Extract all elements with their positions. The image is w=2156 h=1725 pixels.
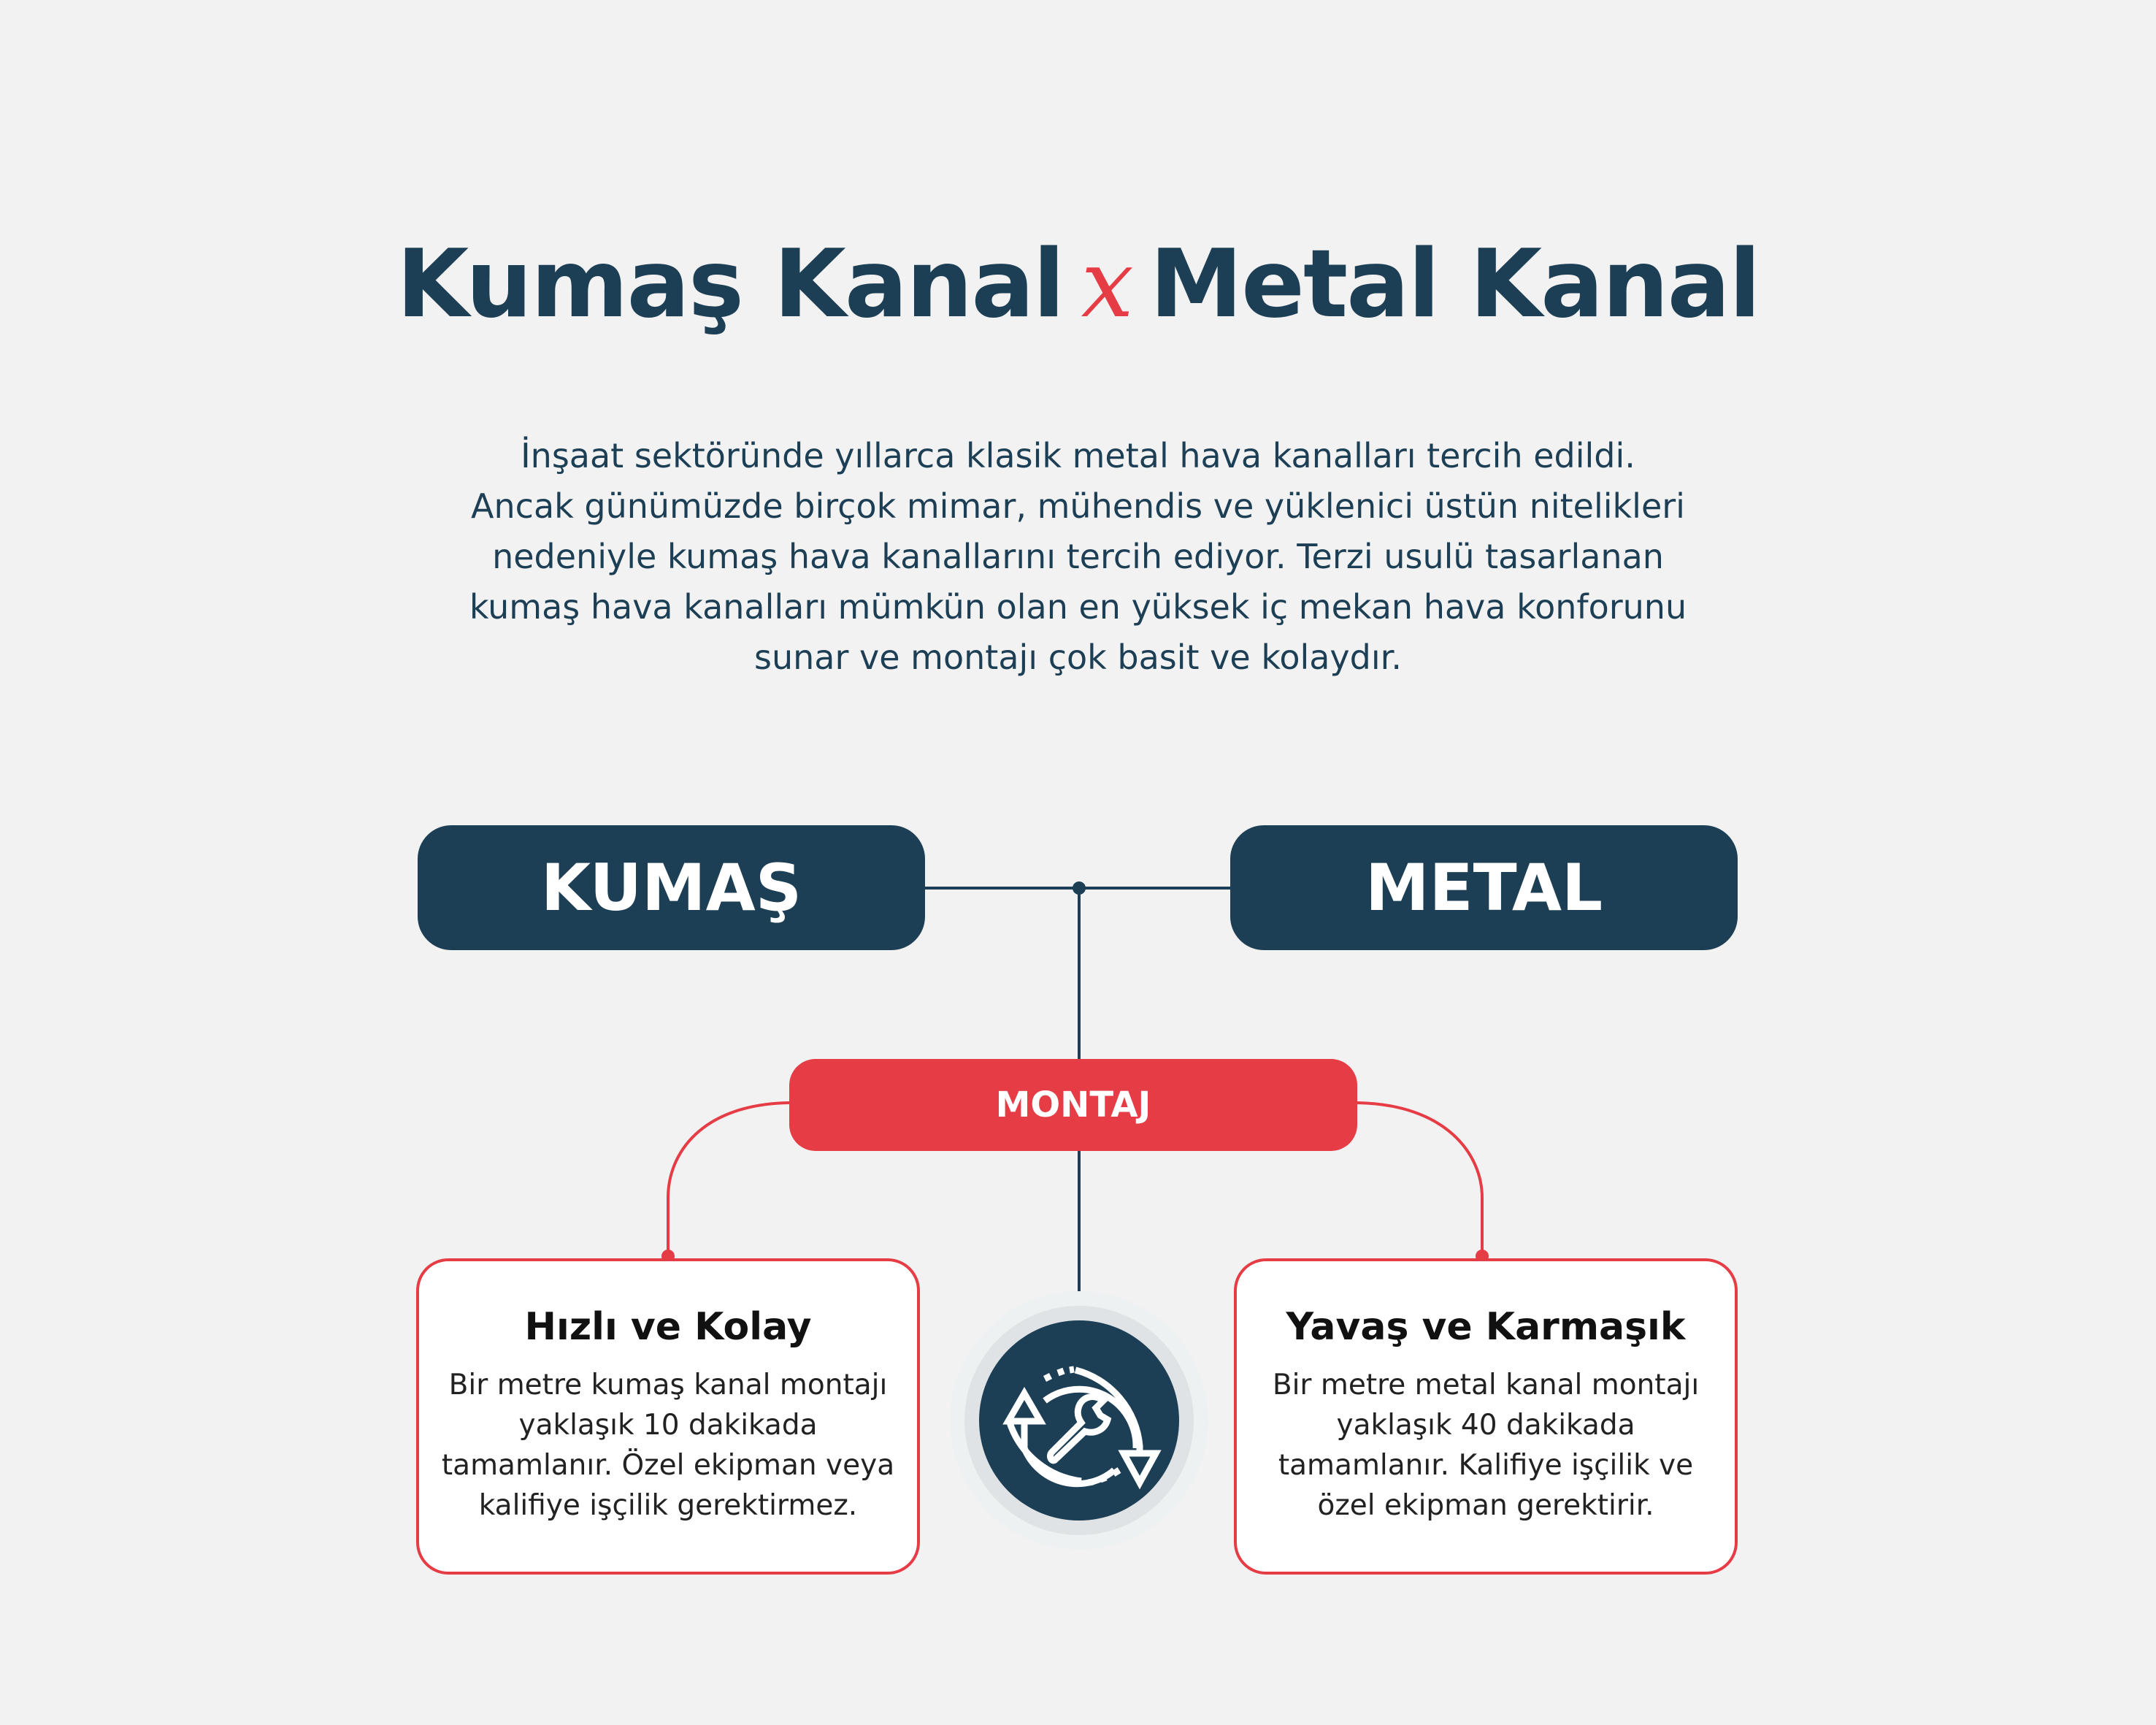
metal-card-title: Yavaş ve Karmaşık: [1286, 1305, 1686, 1349]
kumas-header: KUMAŞ: [418, 825, 925, 950]
center-icon-halo: [950, 1291, 1208, 1550]
kumas-card-title: Hızlı ve Kolay: [524, 1305, 812, 1349]
metal-header: METAL: [1230, 825, 1738, 950]
kumas-card-body: Bir metre kumaş kanal montajı yaklaşık 1…: [441, 1369, 895, 1522]
metal-card-body: Bir metre metal kanal montajı yaklaşık 4…: [1272, 1369, 1700, 1522]
wrench-cycle-icon: [979, 1320, 1179, 1521]
kumas-card: Hızlı ve Kolay Bir metre kumaş kanal mon…: [416, 1258, 920, 1575]
versus-mark: x: [1081, 230, 1134, 339]
title-right: Metal Kanal: [1149, 230, 1761, 339]
metal-card: Yavaş ve Karmaşık Bir metre metal kanal …: [1234, 1258, 1738, 1575]
title-left: Kumaş Kanal: [396, 230, 1064, 339]
intro-paragraph: İnşaat sektöründe yıllarca klasik metal …: [469, 436, 1687, 677]
montaj-category-label: MONTAJ: [789, 1059, 1357, 1151]
